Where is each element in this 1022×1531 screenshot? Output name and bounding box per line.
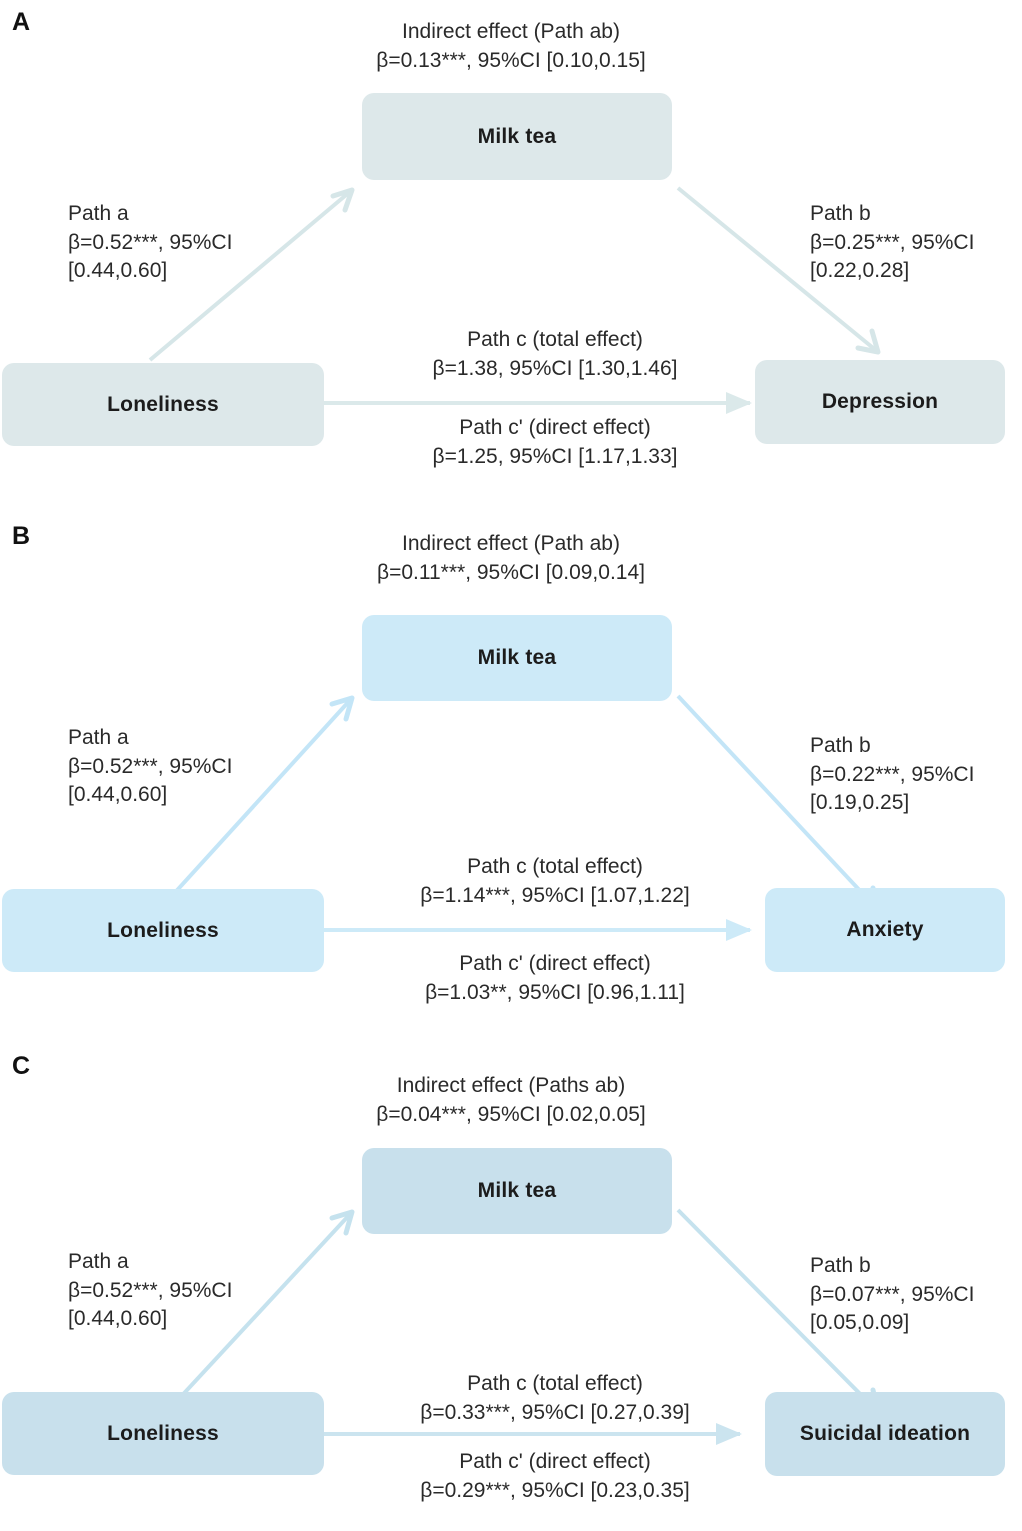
path-a-title: Path a	[68, 726, 129, 749]
panel-a-path-b-label: Path b β=0.25***, 95%CI [0.22,0.28]	[810, 200, 974, 286]
path-b-line	[676, 1208, 880, 1414]
node-predictor-loneliness[interactable]: Loneliness	[2, 363, 324, 446]
panel-c-path-a-label: Path a β=0.52***, 95%CI [0.44,0.60]	[68, 1248, 232, 1334]
panel-b-path-c-label: Path c (total effect) β=1.14***, 95%CI […	[335, 853, 775, 910]
path-c-prime-title: Path c' (direct effect)	[459, 1450, 651, 1473]
path-a-arrowhead	[330, 187, 355, 213]
path-c-value: β=1.38, 95%CI [1.30,1.46]	[432, 356, 678, 380]
path-c-prime-title: Path c' (direct effect)	[459, 952, 651, 975]
node-mediator-milk-tea[interactable]: Milk tea	[362, 615, 672, 701]
panel-a-indirect-effect-label: Indirect effect (Path ab) β=0.13***, 95%…	[211, 18, 811, 75]
path-c-prime-value: β=1.25, 95%CI [1.17,1.33]	[432, 444, 678, 468]
panel-a-path-a-label: Path a β=0.52***, 95%CI [0.44,0.60]	[68, 200, 232, 286]
panel-b-path-c-prime-label: Path c' (direct effect) β=1.03**, 95%CI …	[335, 950, 775, 1007]
node-outcome-anxiety[interactable]: Anxiety	[765, 888, 1005, 972]
node-label: Suicidal ideation	[799, 1422, 971, 1445]
path-c-prime-value: β=1.03**, 95%CI [0.96,1.11]	[425, 980, 685, 1004]
panel-c-path-c-label: Path c (total effect) β=0.33***, 95%CI […	[335, 1370, 775, 1427]
panel-a-arrows	[148, 186, 881, 414]
path-a-arrowhead	[329, 1209, 355, 1236]
indirect-effect-title: Indirect effect (Path ab)	[402, 20, 620, 43]
node-label: Milk tea	[477, 124, 557, 148]
path-c-value: β=0.33***, 95%CI [0.27,0.39]	[420, 1400, 690, 1424]
node-mediator-milk-tea[interactable]: Milk tea	[362, 1148, 672, 1234]
path-b-title: Path b	[810, 734, 871, 757]
path-a-value: β=0.52***, 95%CI	[68, 230, 233, 254]
path-a-ci: [0.44,0.60]	[68, 259, 168, 283]
path-b-title: Path b	[810, 202, 871, 225]
indirect-effect-title: Indirect effect (Paths ab)	[396, 1074, 626, 1097]
path-c-title: Path c (total effect)	[467, 1372, 643, 1395]
node-outcome-suicidal-ideation[interactable]: Suicidal ideation	[765, 1392, 1005, 1476]
path-c-title: Path c (total effect)	[467, 328, 643, 351]
path-a-value: β=0.52***, 95%CI	[68, 1278, 233, 1302]
panel-b: B Indirect effect (Path ab) β=0.11***, 9…	[0, 510, 1022, 1030]
path-a-title: Path a	[68, 1250, 129, 1273]
panel-a-path-c-prime-label: Path c' (direct effect) β=1.25, 95%CI [1…	[335, 414, 775, 471]
path-b-line	[676, 186, 880, 354]
path-c-value: β=1.14***, 95%CI [1.07,1.22]	[420, 883, 690, 907]
panel-a-path-c-label: Path c (total effect) β=1.38, 95%CI [1.3…	[335, 326, 775, 383]
panel-b-path-a-label: Path a β=0.52***, 95%CI [0.44,0.60]	[68, 724, 232, 810]
path-a-title: Path a	[68, 202, 129, 225]
path-c-title: Path c (total effect)	[467, 855, 643, 878]
path-c-prime-value: β=0.29***, 95%CI [0.23,0.35]	[420, 1478, 690, 1502]
indirect-effect-value: β=0.11***, 95%CI [0.09,0.14]	[377, 560, 645, 584]
path-a-line	[148, 188, 354, 362]
node-label: Milk tea	[477, 646, 557, 669]
path-a-line	[148, 696, 354, 922]
indirect-effect-title: Indirect effect (Path ab)	[402, 532, 620, 555]
node-mediator-milk-tea[interactable]: Milk tea	[362, 93, 672, 180]
node-outcome-depression[interactable]: Depression	[755, 360, 1005, 444]
path-b-arrowhead	[855, 328, 881, 355]
node-predictor-loneliness[interactable]: Loneliness	[2, 1392, 324, 1475]
path-b-title: Path b	[810, 1254, 871, 1277]
panel-c-path-b-label: Path b β=0.07***, 95%CI [0.05,0.09]	[810, 1252, 974, 1338]
node-label: Depression	[821, 390, 939, 413]
node-label: Loneliness	[107, 1421, 219, 1445]
path-b-ci: [0.19,0.25]	[810, 791, 910, 815]
path-b-value: β=0.07***, 95%CI	[810, 1282, 975, 1306]
panel-a-label: A	[12, 8, 31, 36]
panel-c-path-c-prime-label: Path c' (direct effect) β=0.29***, 95%CI…	[335, 1448, 775, 1505]
panel-c: C Indirect effect (Paths ab) β=0.04***, …	[0, 1030, 1022, 1531]
path-c-arrowhead	[726, 919, 752, 941]
path-c-arrowhead	[716, 1423, 742, 1445]
panel-b-path-b-label: Path b β=0.22***, 95%CI [0.19,0.25]	[810, 732, 974, 818]
node-label: Anxiety	[846, 918, 924, 941]
path-a-value: β=0.52***, 95%CI	[68, 754, 233, 778]
node-label: Milk tea	[477, 1179, 557, 1202]
node-predictor-loneliness[interactable]: Loneliness	[2, 889, 324, 972]
panel-b-label: B	[12, 522, 31, 550]
indirect-effect-value: β=0.13***, 95%CI [0.10,0.15]	[376, 48, 646, 72]
path-b-ci: [0.05,0.09]	[810, 1311, 910, 1335]
path-b-value: β=0.25***, 95%CI	[810, 230, 975, 254]
path-c-prime-title: Path c' (direct effect)	[459, 416, 651, 439]
path-b-value: β=0.22***, 95%CI	[810, 762, 975, 786]
panel-c-label: C	[12, 1052, 31, 1080]
panel-a: A Indirect effect (Path ab) β=0.13***, 9…	[0, 0, 1022, 510]
node-label: Loneliness	[107, 918, 219, 942]
panel-c-indirect-effect-label: Indirect effect (Paths ab) β=0.04***, 95…	[211, 1072, 811, 1129]
path-a-ci: [0.44,0.60]	[68, 1307, 168, 1331]
path-b-ci: [0.22,0.28]	[810, 259, 910, 283]
path-c-arrowhead	[726, 392, 752, 414]
path-a-arrowhead	[329, 695, 355, 722]
path-a-ci: [0.44,0.60]	[68, 783, 168, 807]
indirect-effect-value: β=0.04***, 95%CI [0.02,0.05]	[376, 1102, 646, 1126]
path-b-line	[676, 694, 880, 912]
panel-b-indirect-effect-label: Indirect effect (Path ab) β=0.11***, 95%…	[211, 530, 811, 587]
node-label: Loneliness	[107, 392, 219, 416]
